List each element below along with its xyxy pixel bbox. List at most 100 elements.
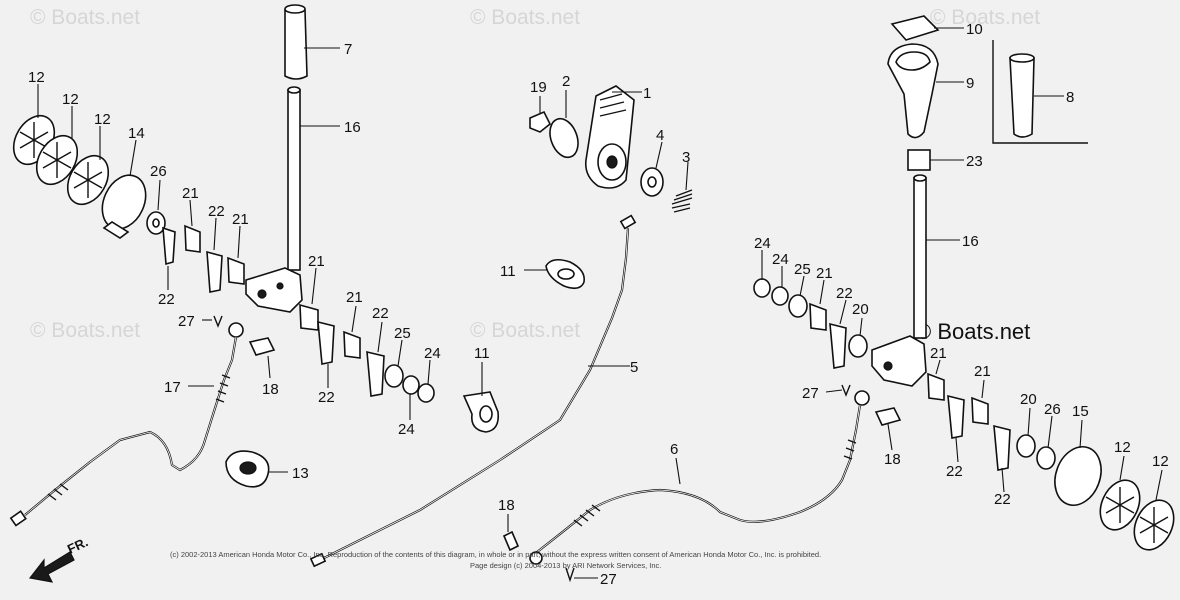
callout-1: 1 (643, 85, 651, 102)
alt-knob-8[interactable] (1009, 57, 1035, 138)
lock-washer-22c[interactable] (317, 320, 335, 365)
callout-27: 27 (600, 571, 617, 588)
tab-washer-21d[interactable] (343, 330, 361, 359)
callout-3: 3 (682, 149, 690, 166)
callout-11: 11 (474, 345, 490, 362)
callout-18: 18 (498, 497, 515, 514)
bracket-hole (276, 282, 284, 290)
callout-22: 22 (946, 463, 963, 480)
callout-8: 8 (1066, 89, 1074, 106)
callout-25: 25 (794, 261, 811, 278)
callout-27: 27 (802, 385, 819, 402)
cable-eye (854, 390, 870, 406)
lever-bracket-b[interactable] (871, 335, 927, 387)
callout-15: 15 (1072, 403, 1089, 420)
callout-17: 17 (164, 379, 181, 396)
callout-20: 20 (852, 301, 869, 318)
washer-20b[interactable] (1016, 434, 1036, 458)
shift-cable-6[interactable] (531, 404, 862, 557)
callout-22: 22 (994, 491, 1011, 508)
lock-washer-22f[interactable] (947, 394, 965, 439)
clip-hole (479, 405, 493, 423)
callout-26: 26 (1044, 401, 1061, 418)
lever-bracket[interactable] (245, 267, 303, 313)
cable-end (9, 510, 27, 527)
washer-hole (647, 176, 657, 188)
star-spokes (73, 162, 103, 198)
callout-9: 9 (966, 75, 974, 92)
callout-21: 21 (308, 253, 325, 270)
friction-plate-15[interactable] (1047, 440, 1109, 511)
watermark: © Boats.net (930, 6, 1040, 29)
washer-26b[interactable] (1036, 446, 1056, 470)
lock-washer-22a[interactable] (162, 226, 176, 266)
callout-4: 4 (656, 127, 664, 144)
callout-21: 21 (816, 265, 833, 282)
cotter-pin-27b[interactable] (841, 384, 851, 397)
shift-lever-16b[interactable] (913, 177, 927, 339)
forward-arrow-icon (28, 551, 75, 583)
tab-washer-21b[interactable] (227, 256, 245, 285)
collar-23[interactable] (907, 149, 931, 171)
callout-22: 22 (372, 305, 389, 322)
tab-washer-21e[interactable] (809, 302, 827, 331)
cap-nut-19[interactable] (529, 110, 552, 133)
star-spokes (1105, 487, 1135, 523)
cable-end (309, 552, 327, 568)
forward-arrow: FR. (28, 534, 90, 583)
callout-14: 14 (128, 125, 145, 142)
lock-washer-22d[interactable] (366, 350, 385, 397)
tab-washer-21a[interactable] (184, 224, 201, 253)
lever-hub-center (606, 155, 618, 169)
callout-22: 22 (208, 203, 225, 220)
center-throttle-assembly (309, 85, 693, 568)
friction-disc-2[interactable] (545, 115, 583, 161)
lock-washer-22g[interactable] (993, 424, 1011, 471)
bolt-18a[interactable] (248, 337, 276, 356)
callout-7: 7 (344, 41, 352, 58)
knob-top (284, 4, 306, 14)
nut-24a[interactable] (402, 375, 420, 395)
washer-25[interactable] (384, 364, 404, 388)
washer-20a[interactable] (848, 334, 868, 358)
washer-25b[interactable] (788, 294, 808, 318)
bolt-18c[interactable] (502, 530, 520, 552)
callout-numbers: 1 2 3 4 5 6 7 8 9 10 11 11 12 12 12 12 1… (28, 21, 1169, 588)
callout-12: 12 (1114, 439, 1131, 456)
right-shift-assembly (502, 15, 1175, 583)
clip-hole (557, 268, 575, 280)
plate-tab (102, 221, 130, 239)
callout-22: 22 (836, 285, 853, 302)
callout-26: 26 (150, 163, 167, 180)
cotter-pin-27c[interactable] (565, 567, 575, 583)
cable-eye (228, 322, 244, 338)
tab-washer-21c[interactable] (299, 303, 319, 331)
lock-washer-22b[interactable] (206, 250, 223, 293)
spring-3[interactable] (671, 189, 693, 213)
cotter-pin-27[interactable] (213, 315, 223, 328)
callout-24: 24 (424, 345, 441, 362)
callout-21: 21 (182, 185, 199, 202)
callout-27: 27 (178, 313, 195, 330)
nut-24b[interactable] (417, 383, 435, 403)
cable-core (24, 336, 237, 516)
tab-washer-21g[interactable] (971, 396, 989, 425)
nut-24d[interactable] (771, 286, 789, 306)
bracket-hole (883, 361, 893, 371)
cable-core (531, 404, 861, 557)
bolt-18b[interactable] (874, 407, 902, 426)
watermark: © Boats.net (30, 319, 140, 342)
lever-top (913, 174, 927, 182)
left-shift-assembly (9, 4, 435, 527)
shift-lever-16[interactable] (287, 89, 301, 271)
callout-16: 16 (344, 119, 361, 136)
lock-washer-22e[interactable] (829, 322, 847, 369)
lever-ribs (599, 93, 627, 117)
nut-24c[interactable] (753, 278, 771, 298)
bracket-hole (257, 289, 267, 299)
knob-cap-10[interactable] (890, 15, 940, 41)
shift-knob-7[interactable] (284, 9, 308, 80)
cable-core (319, 227, 629, 561)
tab-washer-21f[interactable] (927, 372, 945, 401)
star-spokes (19, 122, 49, 158)
